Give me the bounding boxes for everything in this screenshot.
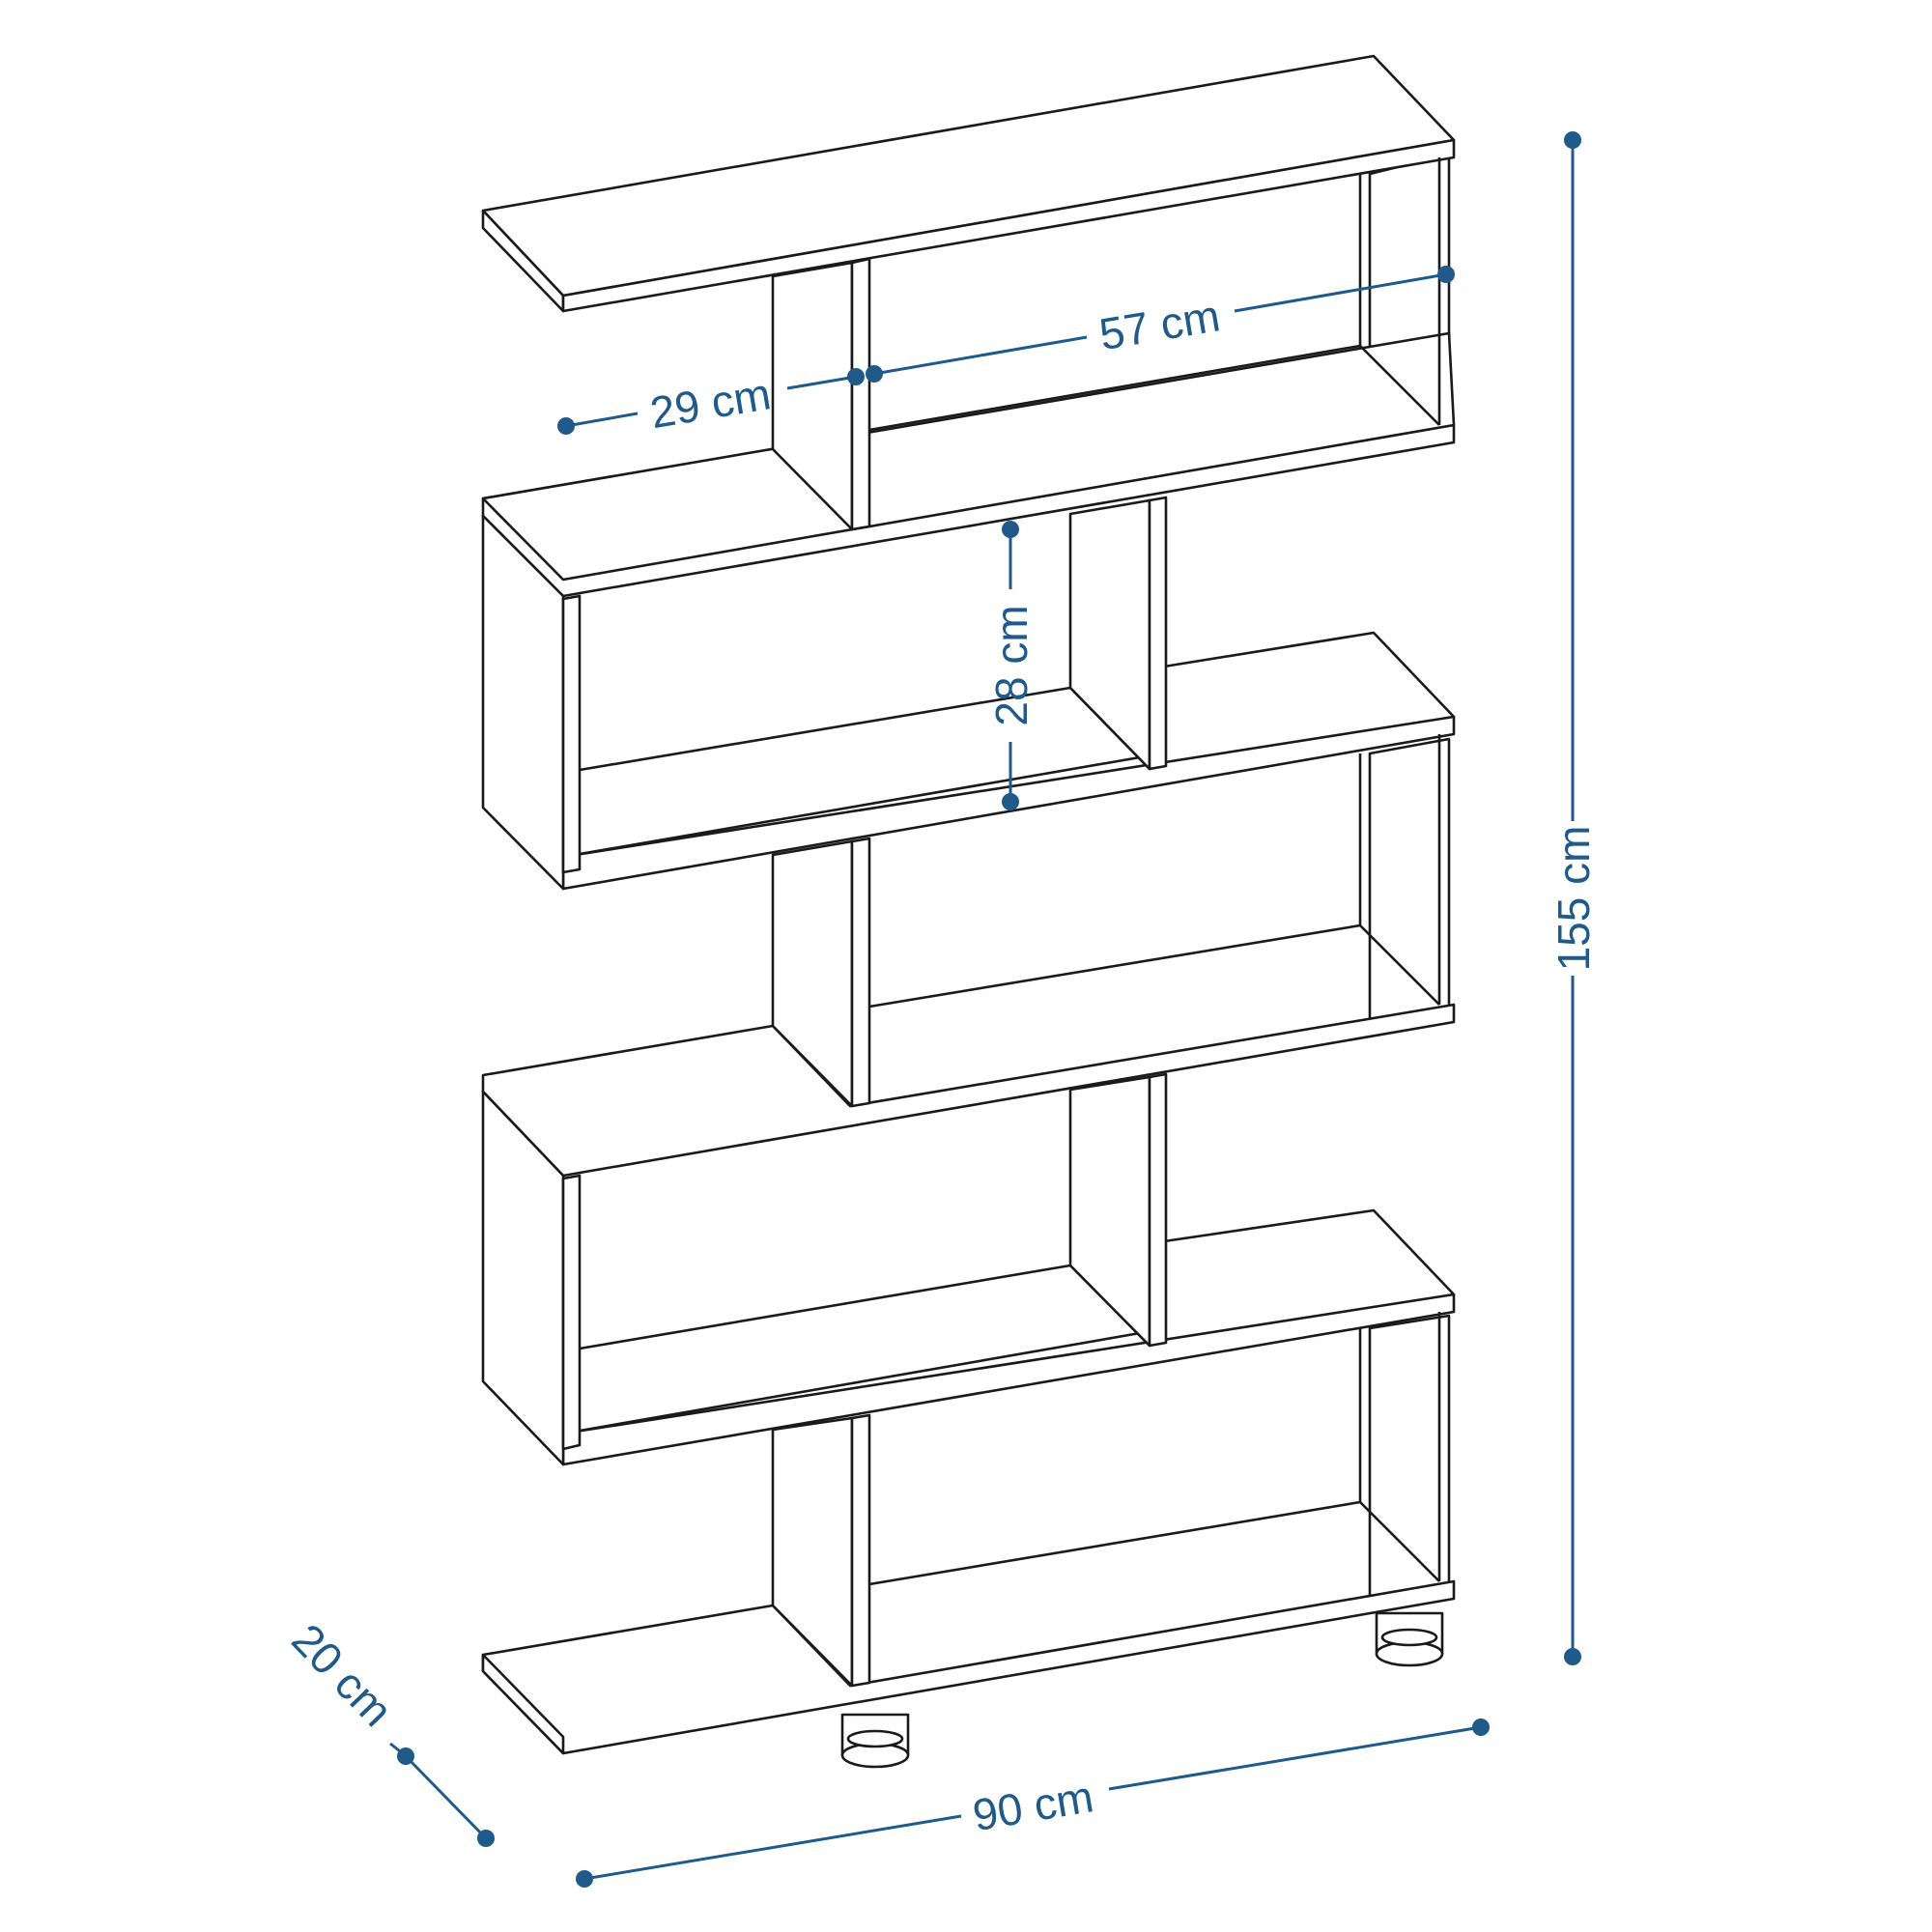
feet	[840, 1611, 1444, 1769]
dimension-endpoint	[1564, 1648, 1581, 1665]
section-height-dimension: 28 cm	[986, 521, 1037, 810]
depth-label: 20 cm	[282, 1614, 402, 1736]
width-dimension: 90 cm	[576, 1719, 1490, 1888]
shelf-top-edge	[561, 138, 1456, 313]
divider	[1068, 498, 1151, 771]
dividers	[771, 157, 1441, 1688]
divider-face	[1148, 1072, 1168, 1348]
dimension-endpoint	[847, 368, 865, 385]
dimension-endpoint	[576, 1870, 593, 1888]
divider-face	[1148, 496, 1168, 771]
divider-face	[850, 1413, 871, 1688]
left-boxes	[481, 514, 1151, 1466]
right-side-panel	[1368, 1314, 1451, 1601]
dimension-endpoint	[1472, 1719, 1490, 1736]
dimension-endpoint	[1002, 793, 1019, 810]
height-label: 155 cm	[1548, 826, 1599, 972]
dimension-endpoint	[477, 1830, 495, 1847]
left-box-2-side	[481, 1090, 565, 1466]
dimension-endpoint	[557, 417, 575, 435]
divider-face	[850, 257, 871, 531]
divider	[1068, 1075, 1151, 1348]
dimension-endpoint	[1002, 521, 1019, 538]
right-side-panel	[1368, 737, 1451, 1028]
dimension-endpoint	[397, 1747, 414, 1765]
shelf-bottom-top	[481, 1579, 1456, 1755]
bookshelf-drawing	[481, 54, 1456, 1769]
dimension-endpoint	[1564, 131, 1581, 149]
left-box-2-inner	[561, 1174, 582, 1451]
shelf-bottom-front	[481, 1653, 565, 1755]
left-box-1-inner	[561, 594, 582, 874]
shelf-boards	[481, 54, 1456, 1755]
dimension-annotations: 155 cm 90 cm 20 cm 29 cm	[282, 131, 1599, 1888]
left-box-1-side	[481, 514, 565, 891]
foot-icon	[1375, 1611, 1444, 1667]
dimension-endpoint	[866, 365, 883, 383]
large-section-label: 57 cm	[1095, 290, 1223, 359]
section-height-label: 28 cm	[986, 605, 1037, 725]
dimension-endpoint	[1437, 266, 1455, 283]
height-dimension: 155 cm	[1548, 131, 1599, 1665]
shelf-5-front	[561, 1293, 1456, 1466]
depth-dimension: 20 cm	[282, 1614, 495, 1847]
foot-icon	[840, 1713, 910, 1769]
divider-face	[850, 837, 871, 1108]
small-section-dimension: 29 cm	[557, 368, 865, 438]
width-label: 90 cm	[969, 1771, 1096, 1840]
shelf-4-top	[481, 1003, 1456, 1178]
shelf-2-top	[481, 331, 1456, 582]
small-section-label: 29 cm	[646, 368, 774, 438]
